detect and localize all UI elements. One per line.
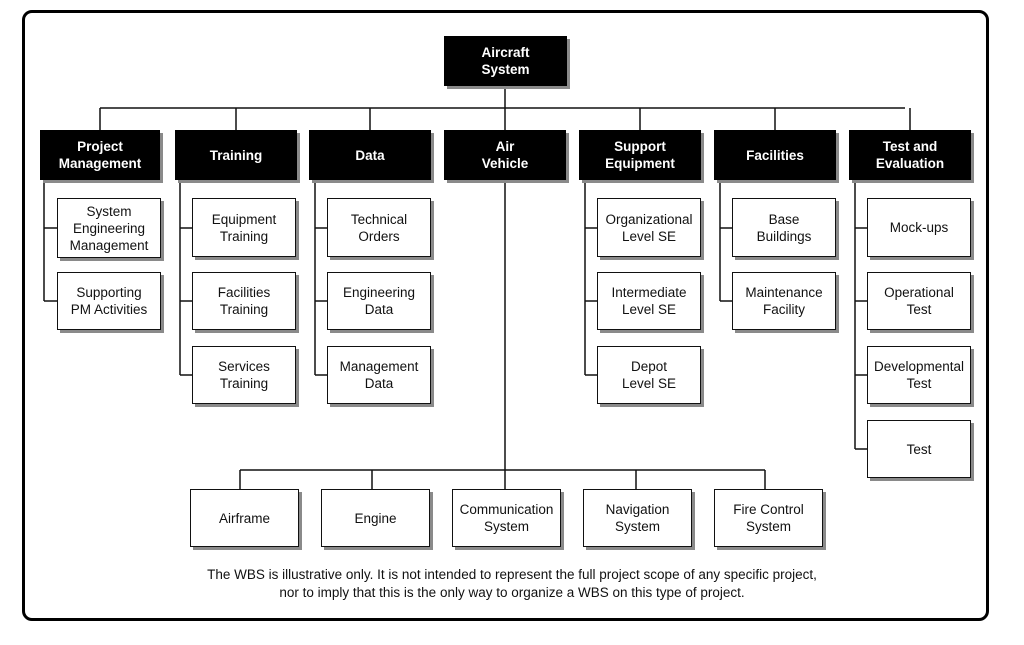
node-engine: Engine [321,489,430,547]
footnote-line-2: nor to imply that this is the only way t… [279,585,745,600]
category-air-vehicle: Air Vehicle [444,130,566,180]
node-technical-orders: Technical Orders [327,198,431,257]
category-facilities: Facilities [714,130,836,180]
node-maintenance-facility: Maintenance Facility [732,272,836,330]
category-project-management: Project Management [40,130,160,180]
node-test: Test [867,420,971,478]
node-depot-level-se: Depot Level SE [597,346,701,404]
node-developmental-test: Developmental Test [867,346,971,404]
node-fire-control-system: Fire Control System [714,489,823,547]
footnote-line-1: The WBS is illustrative only. It is not … [207,567,817,582]
node-airframe: Airframe [190,489,299,547]
category-training: Training [175,130,297,180]
node-services-training: Services Training [192,346,296,404]
category-data: Data [309,130,431,180]
node-mock-ups: Mock-ups [867,198,971,257]
node-system-engineering-management: System Engineering Management [57,198,161,258]
node-navigation-system: Navigation System [583,489,692,547]
category-support-equipment: Support Equipment [579,130,701,180]
node-management-data: Management Data [327,346,431,404]
node-equipment-training: Equipment Training [192,198,296,257]
root-node: Aircraft System [444,36,567,86]
node-organizational-level-se: Organizational Level SE [597,198,701,257]
node-intermediate-level-se: Intermediate Level SE [597,272,701,330]
category-test-and-evaluation: Test and Evaluation [849,130,971,180]
node-engineering-data: Engineering Data [327,272,431,330]
node-operational-test: Operational Test [867,272,971,330]
node-base-buildings: Base Buildings [732,198,836,257]
node-communication-system: Communication System [452,489,561,547]
node-facilities-training: Facilities Training [192,272,296,330]
node-supporting-pm-activities: Supporting PM Activities [57,272,161,330]
